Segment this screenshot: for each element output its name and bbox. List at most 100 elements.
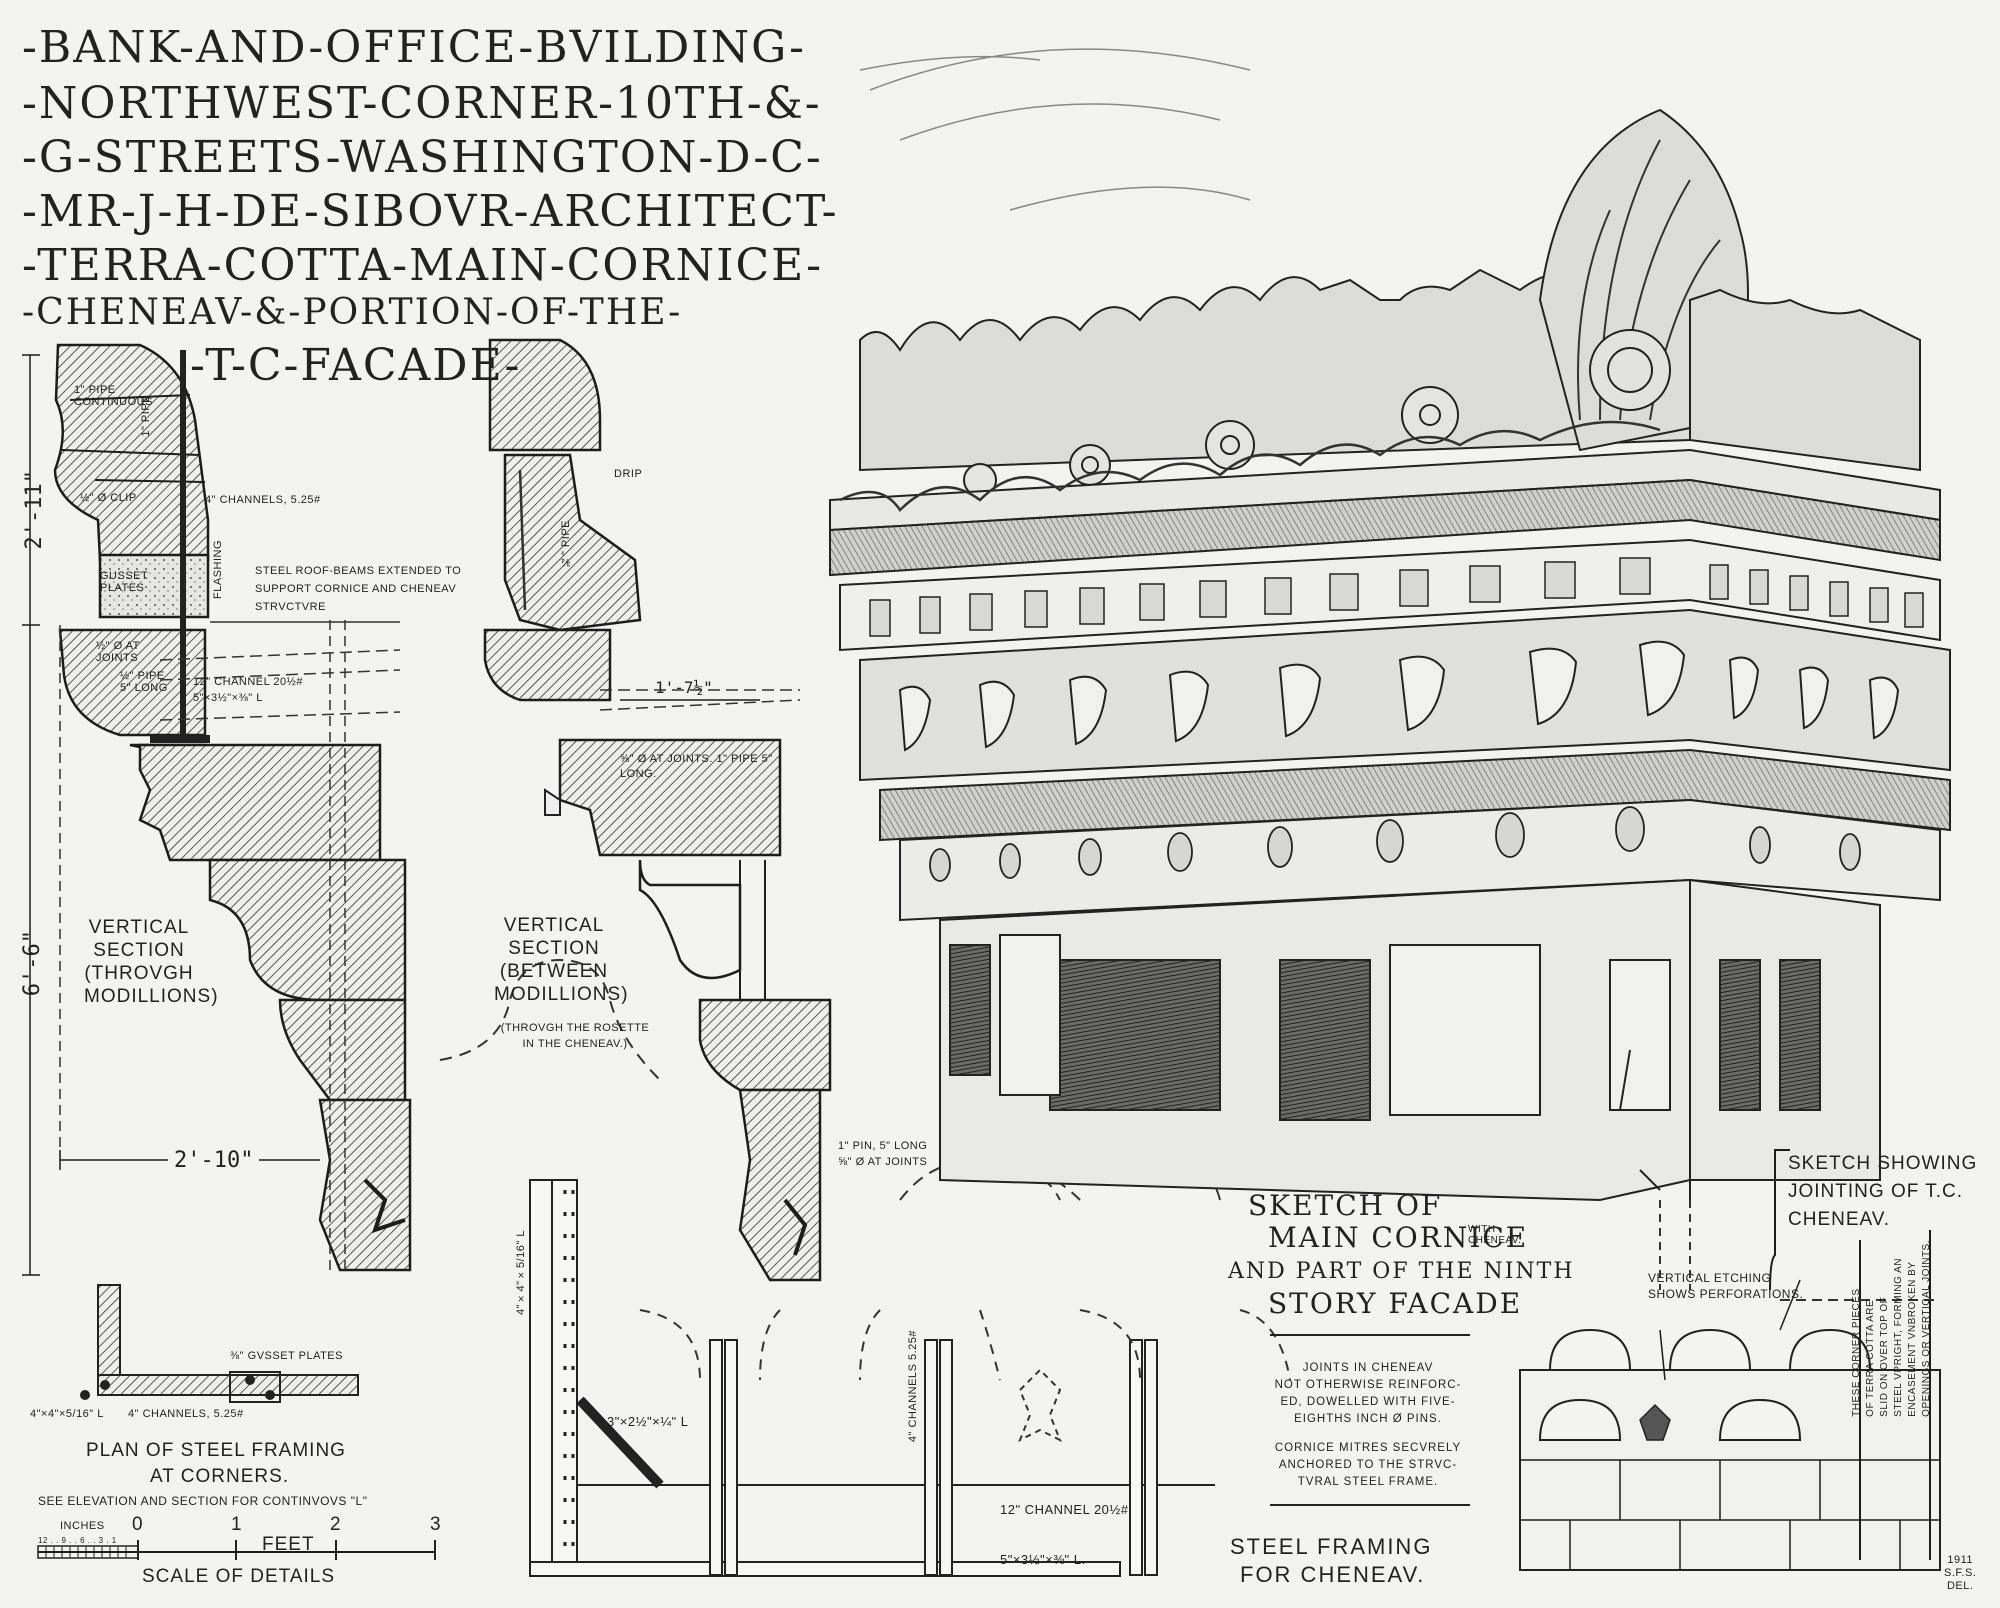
scale-tick-0: 0 — [132, 1514, 144, 1535]
scale-caption: SCALE OF DETAILS — [142, 1566, 336, 1587]
label-half-at-joints: ½" Ø AT JOINTS — [96, 640, 140, 664]
scale-tick-3: 3 — [430, 1514, 442, 1535]
jointing-corner-line: OF TERRA COTTA ARE — [1865, 1299, 1876, 1417]
signature-line: S.F.S. — [1944, 1567, 1977, 1579]
label-plan-channels: 4" CHANNELS, 5.25# — [128, 1408, 244, 1420]
label-pipe-3-4: ¾" PIPE — [560, 520, 572, 568]
signature-line: DEL. — [1946, 1580, 1974, 1592]
caption-section-between-sub: (THROVGH THE ROSETTE IN THE CHENEAV.) — [500, 1020, 650, 1052]
title-line-3: -G-STREETS-WASHINGTON-D-C- — [22, 132, 823, 183]
jointing-corner-line: THESE CORNER PIECES — [1851, 1288, 1862, 1417]
title-line-1: -BANK-AND-OFFICE-BVILDING- — [22, 22, 806, 73]
label-flashing: FLASHING — [212, 540, 224, 600]
scale-feet-label: FEET — [262, 1534, 315, 1555]
note-line: CORNICE MITRES SECVRELY — [1274, 1442, 1462, 1454]
label-pipe-vertical: 1" PIPE — [140, 395, 152, 437]
label-plan-angle: 4"×4"×5/16" L — [30, 1408, 104, 1420]
jointing-corner-line: OPENINGS OR VERTICAL JOINTS. — [1921, 1240, 1932, 1417]
caption-line: SECTION — [93, 940, 185, 961]
label-framing-angle-bottom: 5"×3½"×⅜" L. — [1000, 1552, 1086, 1567]
jointing-corner-line: ENCASEMENT VNBROKEN BY — [1907, 1261, 1918, 1417]
signature-line: 1911 — [1947, 1554, 1973, 1566]
caption-line: (THROVGH THE ROSETTE — [500, 1022, 650, 1034]
scale-inches-label: INCHES — [60, 1520, 105, 1532]
jointing-corner-note: THESE CORNER PIECES OF TERRA COTTA ARE S… — [1850, 1240, 1934, 1417]
scale-tick-2: 2 — [330, 1514, 342, 1535]
dim-2-10: 2'-10" — [168, 1148, 260, 1173]
caption-line: IN THE CHENEAV.) — [522, 1038, 628, 1050]
jointing-etching-line: VERTICAL ETCHING — [1648, 1271, 1772, 1285]
label-half-pipe: ½" PIPE 5" LONG — [120, 670, 168, 694]
scale-inch-ticks: 12 . . 9 . . 6 . . 3 . 1 — [38, 1536, 117, 1545]
note-line: TVRAL STEEL FRAME. — [1297, 1476, 1439, 1488]
caption-plan-3: SEE ELEVATION AND SECTION FOR CONTINVOVS… — [38, 1494, 368, 1508]
jointing-etching-line: SHOWS PERFORATIONS. — [1648, 1287, 1804, 1301]
jointing-title-line: SKETCH SHOWING — [1788, 1153, 1978, 1174]
caption-line: VERTICAL — [503, 915, 605, 936]
label-channel-12: 12" CHANNEL 20½# — [193, 676, 303, 688]
note-rules — [1270, 1334, 1470, 1506]
label-angle: 5"×3½"×⅜" L — [193, 692, 263, 704]
jointing-title-line: JOINTING OF T.C. — [1788, 1181, 1964, 1202]
label-framing-channel-12: 12" CHANNEL 20½# — [1000, 1502, 1129, 1517]
sketch-title-2: MAIN CORNICE — [1268, 1221, 1529, 1254]
note-line: ANCHORED TO THE STRVC- — [1278, 1459, 1458, 1471]
label-framing-angle-diag: 3"×2½"×¼" L — [607, 1414, 689, 1429]
label-framing-channels: 4" CHANNELS 5.25# — [907, 1330, 919, 1443]
caption-plan-1: PLAN OF STEEL FRAMING — [86, 1440, 346, 1461]
caption-plan-2: AT CORNERS. — [150, 1466, 290, 1487]
caption-section-through: VERTICAL SECTION (THROVGH MODILLIONS) — [84, 916, 219, 1008]
scale-bar — [37, 1540, 436, 1560]
jointing-corner-line: SLID ON OVER TOP OF — [1879, 1296, 1890, 1417]
sketch-title-1: SKETCH OF — [1248, 1189, 1443, 1222]
jointing-title-line: CHENEAV. — [1788, 1209, 1890, 1230]
sketch-title-4: STORY FACADE — [1268, 1287, 1523, 1320]
label-plan-gusset: ⅜" GVSSET PLATES — [230, 1350, 343, 1362]
jointing-title: SKETCH SHOWING JOINTING OF T.C. CHENEAV. — [1788, 1150, 1977, 1234]
caption-line: (THROVGH — [84, 963, 194, 984]
section-through-modillions — [22, 343, 412, 1276]
note-joints: JOINTS IN CHENEAV NOT OTHERWISE REINFORC… — [1268, 1360, 1468, 1428]
label-framing-angle-vert: 4"×4"×5/16" L — [515, 1230, 527, 1316]
note-line: EIGHTHS INCH Ø PINS. — [1294, 1413, 1442, 1425]
title-line-7: -T-C-FACADE- — [190, 340, 522, 391]
jointing-sketch — [1519, 1149, 1941, 1571]
label-steel-roof-beams: STEEL ROOF-BEAMS EXTENDED TO SUPPORT COR… — [255, 565, 462, 613]
dim-1-7-half: 1'-7½" — [655, 678, 713, 697]
label-channels: 4" CHANNELS, 5.25# — [205, 494, 321, 506]
note-cornice: CORNICE MITRES SECVRELY ANCHORED TO THE … — [1268, 1440, 1468, 1491]
scale-tick-1: 1 — [231, 1514, 243, 1535]
jointing-corner-line: STEEL VPRIGHT, FORMING AN — [1893, 1257, 1904, 1417]
section-between-modillions — [483, 338, 832, 1282]
jointing-etching-note: VERTICAL ETCHING SHOWS PERFORATIONS. — [1648, 1270, 1803, 1302]
plan-steel-framing — [80, 1284, 359, 1403]
label-gusset-plates: GUSSET PLATES — [100, 570, 149, 594]
caption-line: MODILLIONS) — [494, 984, 629, 1005]
dim-6-6: 6'-6" — [20, 930, 45, 997]
caption-section-between: VERTICAL SECTION (BETWEEN MODILLIONS) — [494, 914, 629, 1006]
caption-line: (BETWEEN — [499, 961, 609, 982]
sketch-title-with: WITH CHENEAV. — [1468, 1224, 1522, 1246]
signature: 1911 S.F.S. DEL. — [1944, 1554, 1976, 1593]
title-line-4: -MR-J-H-DE-SIBOVR-ARCHITECT- — [22, 186, 839, 237]
label-drip: DRIP — [614, 468, 643, 480]
caption-line: SECTION — [508, 938, 600, 959]
label-pin-2: ⅝" Ø AT JOINTS — [838, 1156, 928, 1168]
note-line: JOINTS IN CHENEAV — [1302, 1362, 1434, 1374]
dim-2-11: 2'-11" — [22, 470, 47, 550]
title-line-6: -CHENEAV-&-PORTION-OF-THE- — [22, 292, 683, 333]
title-line-2: -NORTHWEST-CORNER-10TH-&- — [22, 78, 822, 129]
caption-framing-1: STEEL FRAMING — [1230, 1534, 1433, 1559]
label-dowel: ⅝" Ø AT JOINTS. 1" PIPE 5" LONG. — [620, 753, 773, 780]
title-line-5: -TERRA-COTTA-MAIN-CORNICE- — [22, 240, 823, 291]
caption-line: MODILLIONS) — [84, 986, 219, 1007]
note-line: NOT OTHERWISE REINFORC- — [1274, 1379, 1462, 1391]
cornice-perspective-sketch — [829, 48, 1951, 1290]
label-pin: 1" PIN, 5" LONG — [838, 1140, 928, 1152]
label-clip: ½" Ø CLIP — [80, 492, 137, 504]
steel-framing-elevation — [439, 958, 1291, 1577]
sketch-title-3: AND PART OF THE NINTH — [1228, 1259, 1575, 1284]
note-line: ED, DOWELLED WITH FIVE- — [1280, 1396, 1456, 1408]
